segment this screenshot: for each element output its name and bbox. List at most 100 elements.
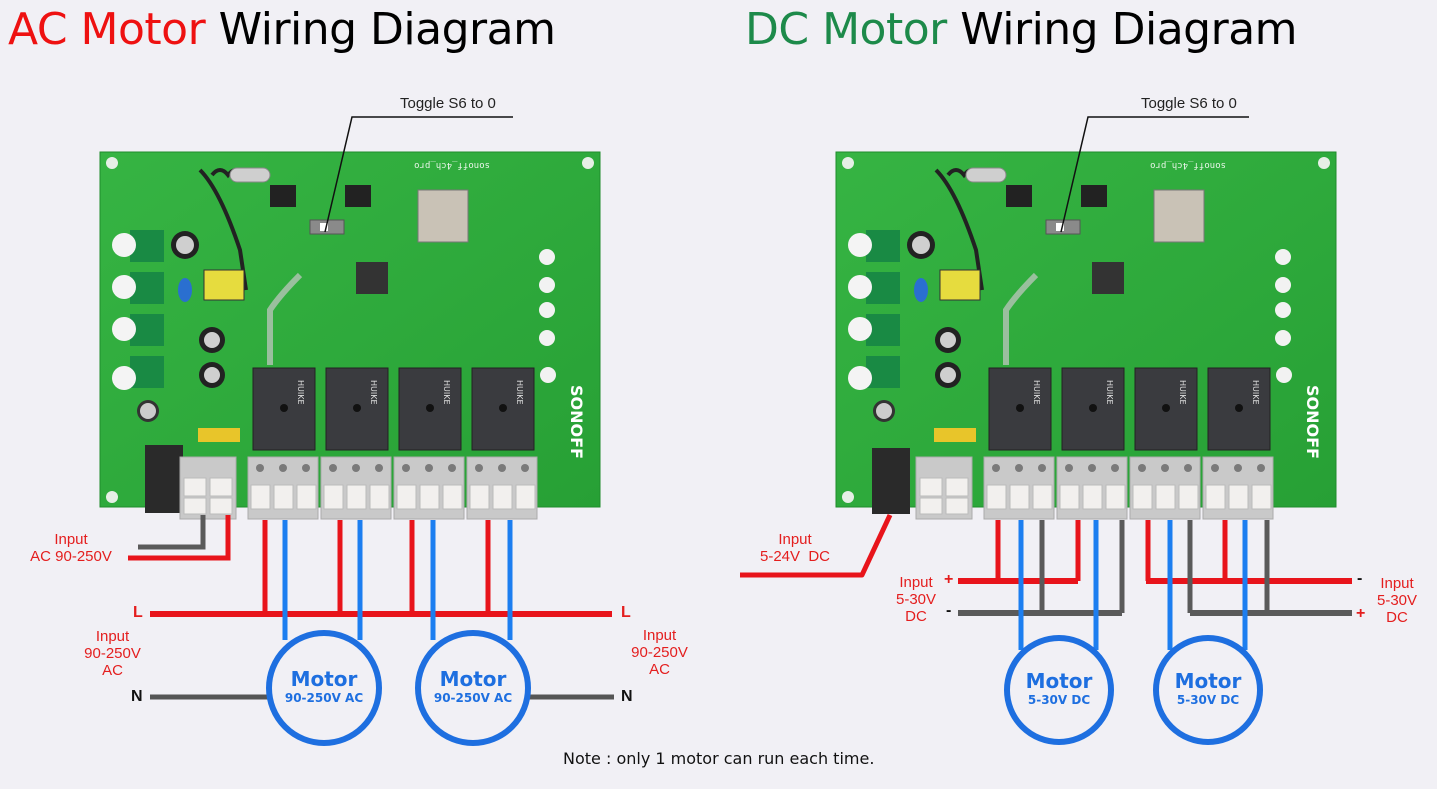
label-line: Input	[54, 531, 88, 548]
board-model-print: sonoff_4ch_pro	[414, 160, 490, 170]
dc-left-plus: +	[944, 571, 954, 588]
motor-rating: 5-30V DC	[1176, 693, 1240, 707]
terminal-block	[1056, 456, 1128, 520]
ac-wiring	[128, 515, 614, 746]
relay: HUIKE	[398, 367, 462, 451]
label-line: Input	[899, 574, 933, 591]
ac-motor-2-label: Motor 90-250V AC	[418, 668, 528, 706]
relay: HUIKE	[1207, 367, 1271, 451]
relay: HUIKE	[1134, 367, 1198, 451]
dc-relay-group: HUIKE HUIKE HUIKE HUIKE	[915, 367, 1274, 520]
mcu-chip	[1092, 262, 1124, 294]
ac-motor1-wires	[282, 520, 363, 640]
svg-text:HUIKE: HUIKE	[442, 380, 451, 405]
terminal-block	[1129, 456, 1201, 520]
motor-name: Motor	[290, 667, 358, 691]
dc-right-input-label: Input 5-30V DC	[1371, 575, 1423, 626]
x-capacitor	[198, 428, 240, 442]
dc-left-input-label: Input 5-30V DC	[890, 574, 942, 625]
ac-toggle-callout: Toggle S6 to 0	[400, 95, 496, 112]
ac-neutral-label-left: N	[131, 688, 143, 705]
terminal-block	[247, 456, 319, 520]
motor-name: Motor	[1025, 669, 1093, 693]
label-line: Input	[95, 628, 130, 645]
dc-wiring	[740, 513, 1352, 745]
power-terminal-block	[915, 456, 973, 520]
ac-board-input-label: Input AC 90-250V	[16, 531, 126, 565]
motor-rating: 5-30V DC	[1027, 693, 1091, 707]
ac-right-input-label: Input 90-250V AC	[622, 627, 697, 678]
dc-motor2-wires	[1167, 520, 1248, 650]
brand-logo: SONOFF	[567, 385, 586, 459]
relay: HUIKE	[1061, 367, 1125, 451]
label-line: DC	[905, 608, 927, 625]
relay: HUIKE	[325, 367, 389, 451]
push-buttons	[848, 230, 900, 390]
relay: HUIKE	[471, 367, 535, 451]
ac-motor-1	[266, 630, 382, 746]
dc-motor-1-label: Motor 5-30V DC	[1004, 670, 1114, 708]
ac-left-input-label: Input 90-250V AC	[75, 628, 150, 679]
dc-motor-2	[1153, 635, 1263, 745]
dip-switch	[345, 185, 371, 207]
ac-live-label-right: L	[621, 604, 631, 621]
dip-switch	[1081, 185, 1107, 207]
svg-text:HUIKE: HUIKE	[515, 380, 524, 405]
label-line: AC 90-250V	[30, 548, 112, 565]
label-line: 5-24V DC	[759, 548, 831, 565]
ac-input-live-wire	[128, 515, 231, 561]
dc-power-jack	[145, 445, 183, 513]
svg-text:HUIKE: HUIKE	[1178, 380, 1187, 405]
dc-callout-line	[1060, 116, 1249, 233]
crystal	[965, 167, 1007, 183]
transformer	[203, 269, 245, 301]
ac-title-accent: AC Motor	[8, 4, 206, 55]
push-buttons	[112, 230, 164, 390]
status-leds	[539, 249, 556, 383]
ac-diagram-title: AC Motor Wiring Diagram	[8, 4, 556, 55]
ac-title-rest: Wiring Diagram	[205, 4, 556, 55]
motor-rating: 90-250V AC	[284, 691, 364, 705]
label-line: 90-250V	[631, 644, 688, 661]
label-line: 90-250V	[84, 645, 141, 662]
motor-name: Motor	[1174, 669, 1242, 693]
dip-switch	[270, 185, 296, 207]
ac-input-neutral-wire	[138, 515, 206, 550]
mcu-chip	[356, 262, 388, 294]
svg-text:HUIKE: HUIKE	[369, 380, 378, 405]
dc-left-minus: -	[946, 602, 952, 619]
dc-board-input-wire	[740, 513, 893, 578]
svg-text:HUIKE: HUIKE	[1251, 380, 1260, 405]
svg-text:HUIKE: HUIKE	[1032, 380, 1041, 405]
dc-diagram-title: DC Motor Wiring Diagram	[745, 4, 1298, 55]
dc-motor1-wires	[1018, 520, 1099, 650]
crystal	[229, 167, 271, 183]
note-text: Note : only 1 motor can run each time.	[563, 749, 875, 768]
wifi-module	[1153, 189, 1205, 243]
terminal-block	[1202, 456, 1274, 520]
svg-text:HUIKE: HUIKE	[296, 380, 305, 405]
terminal-block	[393, 456, 465, 520]
relay: HUIKE	[252, 367, 316, 451]
ac-live-label: L	[133, 604, 143, 621]
status-leds	[1275, 249, 1292, 383]
label-line: Input	[778, 531, 812, 548]
label-line: AC	[102, 662, 123, 679]
svg-text:HUIKE: HUIKE	[1105, 380, 1114, 405]
terminal-block	[320, 456, 392, 520]
power-terminal-block	[179, 456, 237, 520]
dc-right-plus: +	[1356, 605, 1366, 622]
dip-switch	[1006, 185, 1032, 207]
brand-logo: SONOFF	[1303, 385, 1322, 459]
terminal-block	[983, 456, 1055, 520]
mount-hole	[106, 491, 118, 503]
dc-title-accent: DC Motor	[745, 4, 947, 55]
ac-callout-line	[324, 116, 513, 233]
ac-motor-2	[415, 630, 531, 746]
mount-hole	[106, 157, 118, 169]
mount-hole	[582, 157, 594, 169]
dc-toggle-callout: Toggle S6 to 0	[1141, 95, 1237, 112]
board-model-print: sonoff_4ch_pro	[1150, 160, 1226, 170]
relay: HUIKE	[988, 367, 1052, 451]
